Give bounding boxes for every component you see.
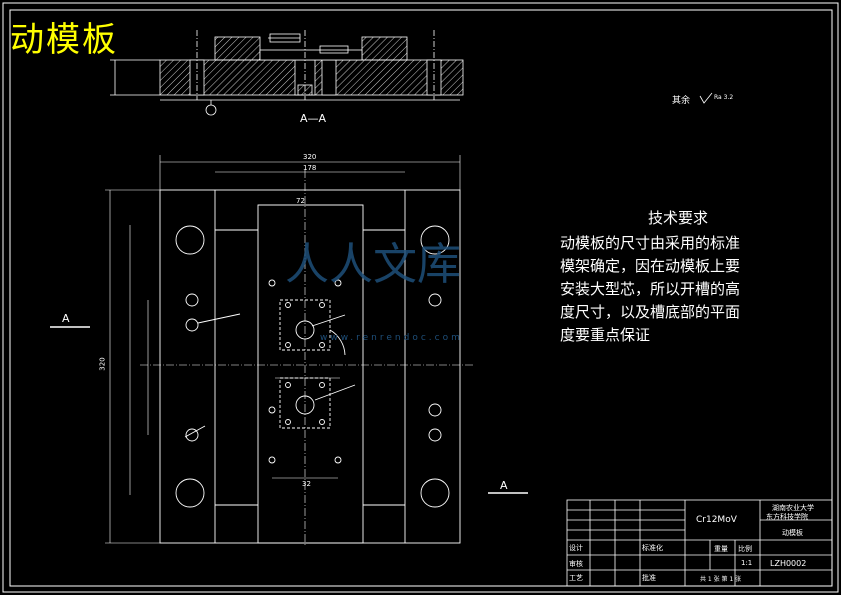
watermark-url: www.renrendoc.com: [320, 333, 463, 343]
tech-requirements-heading: 技术要求: [648, 209, 709, 227]
cut-mark-left: A: [62, 312, 70, 325]
tech-line: 动模板的尺寸由采用的标准: [560, 234, 741, 252]
drawing-title: 动模板: [10, 20, 118, 60]
roughness-note: 其余: [672, 96, 691, 106]
tb-part-name: 动模板: [782, 529, 803, 537]
plan-dimensions: [105, 155, 461, 544]
tb-scale: 1:1: [741, 559, 753, 567]
tb-design-label: 设计: [569, 544, 583, 552]
roughness-symbol: [699, 92, 713, 104]
tb-approve-label: 批准: [642, 574, 656, 582]
cut-mark-right: A: [500, 479, 508, 492]
section-view: [110, 30, 464, 116]
tb-material: Cr12MoV: [696, 515, 737, 525]
tech-line: 度尺寸，以及槽底部的平面: [560, 303, 741, 321]
dim-inner-width: 178: [303, 164, 317, 172]
tb-standard-label: 标准化: [642, 544, 663, 552]
watermark-text: 人人文库: [285, 239, 461, 290]
dim-bottom: 32: [302, 480, 311, 488]
roughness-value: Ra 3.2: [714, 94, 734, 101]
title-block: [566, 499, 833, 587]
drawing-frame: [9, 9, 833, 587]
tb-weight-label: 重量: [714, 545, 728, 553]
section-label: A—A: [300, 112, 327, 125]
section-cut-marks: [50, 326, 528, 494]
plan-view: [140, 170, 475, 545]
dim-overall-height: 320: [98, 357, 107, 371]
tb-school-line1: 湖南农业大学: [772, 504, 814, 512]
tech-line: 模架确定，因在动模板上要: [560, 257, 741, 275]
tb-check-label: 审核: [569, 560, 583, 568]
dim-slot-width: 72: [296, 197, 305, 205]
tech-line: 安装大型芯，所以开槽的高: [560, 280, 741, 298]
tb-school-line2: 东方科技学院: [766, 513, 808, 521]
tb-process-label: 工艺: [569, 574, 583, 582]
dim-overall-width: 320: [303, 153, 317, 161]
tb-scale-label: 比例: [738, 545, 752, 553]
tb-sheet-info: 共 1 张 第 1 张: [700, 576, 742, 583]
tech-line: 度要重点保证: [560, 326, 651, 344]
tb-drawing-no: LZH0002: [770, 559, 807, 568]
